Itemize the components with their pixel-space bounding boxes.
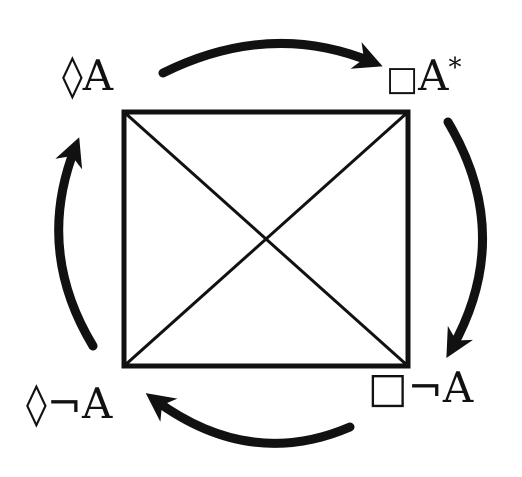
label-bottom-left: ◊¬A	[26, 379, 113, 428]
letter-a: A	[417, 51, 449, 100]
arrow-bottom	[145, 393, 355, 448]
arrow-right	[443, 117, 487, 359]
arrow-top	[158, 38, 383, 78]
asterisk: *	[448, 53, 461, 83]
arrow-left	[54, 137, 98, 351]
diagonal-tr-bl	[123, 110, 409, 368]
label-bottom-right: □¬A	[368, 363, 474, 412]
box-symbol: □	[386, 59, 418, 99]
label-top-left: ◊A	[62, 51, 114, 100]
square-frame	[121, 109, 411, 369]
label-top-right: □A*	[386, 51, 461, 100]
